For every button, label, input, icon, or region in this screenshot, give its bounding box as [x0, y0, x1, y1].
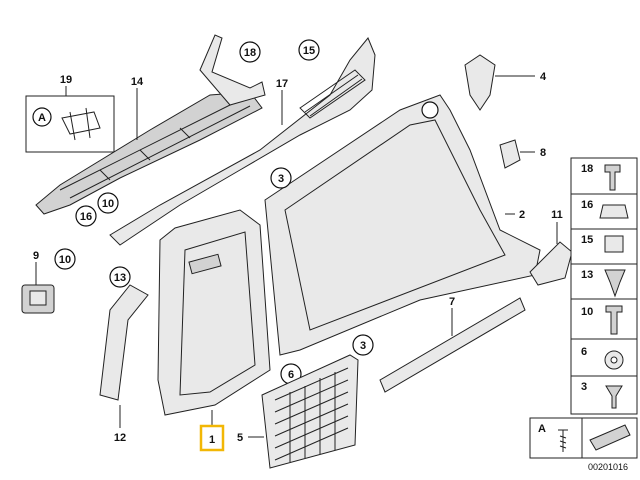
- callout-circle-3b: [352, 334, 374, 356]
- callout-5: 5: [237, 432, 243, 444]
- part-4[interactable]: 4: [464, 54, 547, 111]
- callout-10-part9: 10: [59, 254, 71, 266]
- legend-frame: [570, 157, 638, 415]
- trim-1-inner: [179, 231, 256, 396]
- rail-body: [35, 91, 263, 215]
- panel-2-hole: [421, 101, 439, 119]
- part-18-shape: [199, 34, 266, 106]
- expanding-rivet-icon: [604, 269, 626, 298]
- grille-lines: [304, 74, 363, 117]
- part-1-lower-trim[interactable]: 1: [157, 209, 271, 452]
- part-18[interactable]: 18: [199, 34, 266, 106]
- callout-circle-10b: [54, 248, 76, 270]
- part-7-strip[interactable]: 7: [379, 296, 526, 393]
- diagram-code: 00201016: [588, 462, 628, 472]
- highlight-box-1: [199, 424, 225, 452]
- part-12-pillar[interactable]: 13 12: [99, 266, 149, 444]
- grille-area: [299, 69, 366, 119]
- callout-1: 1: [209, 434, 215, 446]
- trim-1-handle: [188, 253, 222, 275]
- net-frame: [261, 354, 359, 469]
- callout-10-rail: 10: [102, 198, 114, 210]
- strip-body: [379, 297, 526, 393]
- part-9-inner: [29, 290, 47, 306]
- screw-icon: [605, 305, 623, 335]
- part-11[interactable]: 11: [529, 209, 573, 286]
- fastener-legend: 18 16 15 13 10 6 3: [570, 157, 638, 415]
- footer-A-label: A: [538, 423, 546, 435]
- legend-label-6: 6: [581, 346, 587, 358]
- bracket-shape: [61, 111, 101, 135]
- part-9[interactable]: 9 10: [21, 248, 76, 314]
- callout-8: 8: [540, 147, 546, 159]
- pin-icon: [605, 385, 623, 409]
- callout-circle-10a: [97, 192, 119, 214]
- legend-label-16: 16: [581, 199, 593, 211]
- footer-box: A 00201016: [529, 417, 638, 472]
- part-19-detail[interactable]: A 19: [25, 74, 115, 153]
- legend-label-13: 13: [581, 269, 593, 281]
- screw-icon: [604, 164, 621, 191]
- part-2-side-panel[interactable]: 2: [264, 94, 541, 356]
- callout-9: 9: [33, 250, 39, 262]
- net-mesh: [274, 367, 349, 462]
- callout-3-lower: 3: [360, 340, 366, 352]
- callout-circle-13: [109, 266, 131, 288]
- trim-1-body: [157, 209, 271, 416]
- callout-13: 13: [114, 272, 126, 284]
- callout-12: 12: [114, 432, 126, 444]
- callout-circle-15: [298, 39, 320, 61]
- rail-details: [59, 99, 251, 199]
- callout-19: 19: [60, 74, 72, 86]
- callout-6: 6: [288, 369, 294, 381]
- legend-label-3: 3: [581, 381, 587, 393]
- callout-16: 16: [80, 211, 92, 223]
- callout-4: 4: [540, 71, 547, 83]
- callout-3-upper: 3: [278, 173, 284, 185]
- callout-2: 2: [519, 209, 525, 221]
- arrow-wedge-icon: [589, 424, 631, 451]
- part-8[interactable]: 8: [499, 139, 546, 169]
- part-11-shape: [529, 241, 573, 286]
- legend-label-10: 10: [581, 306, 593, 318]
- part-8-shape: [499, 139, 521, 169]
- panel-2-inner: [284, 119, 506, 331]
- callout-circle-A: [32, 107, 52, 127]
- bracket-legs: [69, 107, 91, 141]
- callout-17: 17: [276, 78, 288, 90]
- screw-small-icon: [558, 429, 568, 452]
- callout-11: 11: [551, 209, 563, 221]
- part-5-net[interactable]: 5: [237, 354, 359, 469]
- part-14-rail[interactable]: 14: [35, 76, 263, 215]
- callout-A: A: [38, 112, 46, 124]
- clip-icon: [599, 204, 629, 219]
- callout-circle-3a: [270, 167, 292, 189]
- nut-icon: [604, 235, 624, 253]
- callout-circle-16: [75, 205, 97, 227]
- part-17-upper-trim[interactable]: 15 17: [109, 37, 376, 246]
- part-4-shape: [464, 54, 496, 111]
- legend-label-18: 18: [581, 163, 593, 175]
- callout-18: 18: [244, 47, 256, 59]
- panel-2-body: [264, 94, 541, 356]
- callout-7: 7: [449, 296, 455, 308]
- callout-14: 14: [131, 76, 144, 88]
- washer-hole: [610, 356, 618, 364]
- pillar-body: [99, 284, 149, 401]
- trim-17-body: [109, 37, 376, 246]
- legend-label-15: 15: [581, 234, 593, 246]
- callout-circle-18: [239, 41, 261, 63]
- callout-15: 15: [303, 45, 315, 57]
